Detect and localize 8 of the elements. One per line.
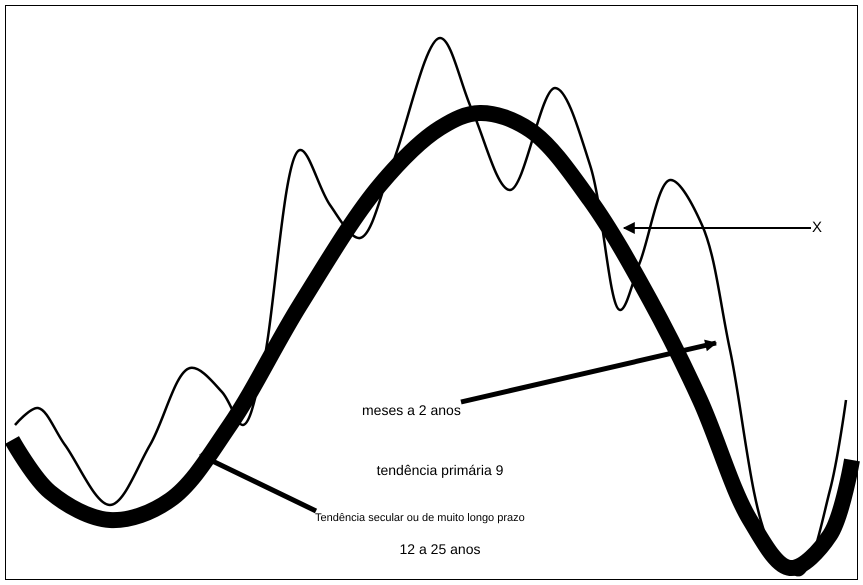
callout-text: Tendência secular ou de muito longo prazo: [315, 510, 525, 526]
leader-arrow: [460, 340, 718, 404]
callout-text: meses a 2 anos: [362, 402, 461, 418]
callout-text: X: [812, 220, 822, 236]
leader-arrow: [198, 452, 318, 514]
label-text: tendência primária 9: [376, 462, 504, 478]
label-text: 12 a 25 anos: [400, 541, 480, 557]
leader-arrow: [622, 222, 811, 234]
